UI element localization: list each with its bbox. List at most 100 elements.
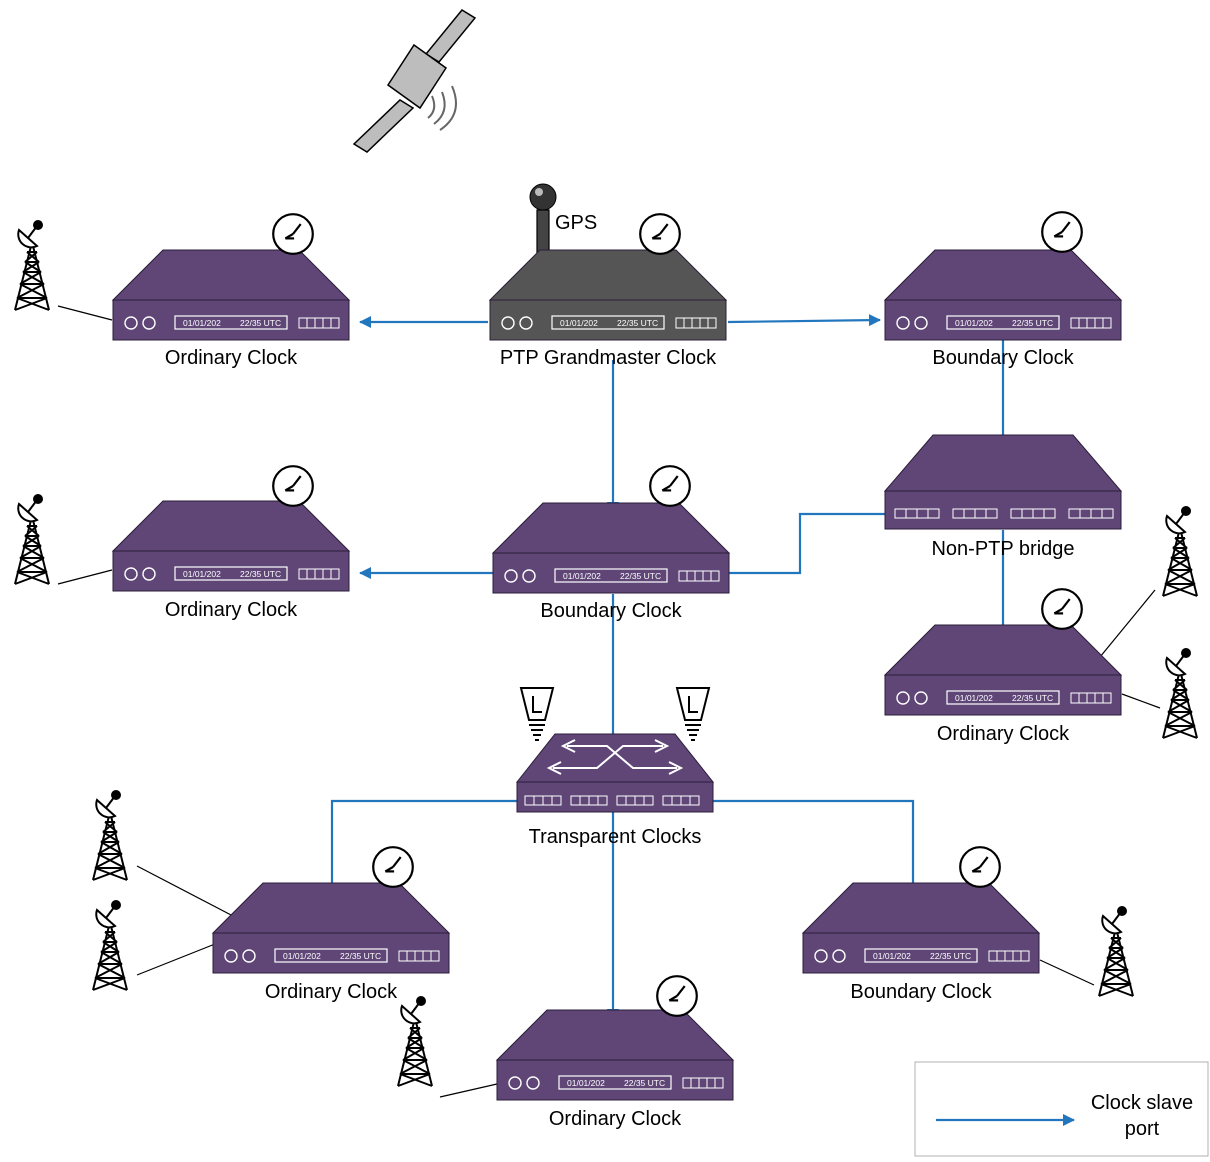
device-bc1-led-1 — [896, 316, 910, 330]
clock-icon — [959, 846, 1001, 888]
device-oc3-led-2 — [914, 691, 928, 705]
device-bc3-ports — [988, 950, 1030, 962]
device-oc5-display-date: 01/01/202 — [567, 1078, 605, 1088]
device-bc3-led-2 — [832, 949, 846, 963]
device-oc5-led-2 — [526, 1076, 540, 1090]
device-bc2: 01/01/202 22/35 UTC — [491, 502, 731, 594]
device-bc2-display-time: 22/35 UTC — [620, 571, 661, 581]
device-gm-display — [551, 315, 665, 330]
device-oc1-display — [174, 315, 288, 330]
link-bridge-to-bc2 — [727, 512, 885, 575]
tower-wires — [57, 305, 1161, 1098]
device-gm-led-1 — [501, 316, 515, 330]
radio-tower-icon — [92, 899, 128, 991]
device-oc3-display — [946, 690, 1060, 705]
device-bridge — [883, 434, 1123, 530]
device-oc5-led-1 — [508, 1076, 522, 1090]
device-oc4-display-time: 22/35 UTC — [340, 951, 381, 961]
device-bc3-top — [801, 882, 1041, 934]
device-bc3: 01/01/202 22/35 UTC — [801, 882, 1041, 974]
device-gm-display-date: 01/01/202 — [560, 318, 598, 328]
legend-text-line1: Clock slave — [1091, 1092, 1193, 1114]
device-gm-top — [488, 249, 728, 301]
clock-icon — [272, 465, 314, 507]
device-oc4-led-2 — [242, 949, 256, 963]
lamp-icon — [520, 687, 554, 741]
device-oc4-ports — [398, 950, 440, 962]
device-tc-ports — [524, 795, 700, 806]
radio-tower-icon — [397, 995, 433, 1087]
device-tc-front — [516, 781, 714, 813]
device-tc-label: Transparent Clocks — [529, 826, 702, 848]
device-oc1-display-time: 22/35 UTC — [240, 318, 281, 328]
device-oc5-top — [495, 1009, 735, 1061]
arrow-tc-to-bc3 — [712, 799, 919, 895]
device-oc2-led-1 — [124, 567, 138, 581]
satellite-icon — [352, 9, 477, 153]
device-bc1: 01/01/202 22/35 UTC — [883, 249, 1123, 341]
device-oc4-display-date: 01/01/202 — [283, 951, 321, 961]
device-oc3-label: Ordinary Clock — [937, 723, 1070, 745]
arrow-tc-to-oc4 — [326, 799, 517, 895]
device-bridge-label: Non-PTP bridge — [931, 538, 1074, 560]
device-bc1-display — [946, 315, 1060, 330]
device-bc3-display — [864, 948, 978, 963]
device-bc1-led-2 — [914, 316, 928, 330]
device-gm-label: PTP Grandmaster Clock — [500, 347, 717, 369]
device-bc3-display-date: 01/01/202 — [873, 951, 911, 961]
arrow-gm-to-bc1 — [727, 314, 881, 327]
legend-text-line2: port — [1125, 1118, 1160, 1140]
device-tc — [515, 733, 715, 813]
device-oc3-ports — [1070, 692, 1112, 704]
device-oc4-top — [211, 882, 451, 934]
device-tc-top — [515, 733, 715, 783]
device-bc2-display-date: 01/01/202 — [563, 571, 601, 581]
device-oc3-display-time: 22/35 UTC — [1012, 693, 1053, 703]
device-oc1-display-date: 01/01/202 — [183, 318, 221, 328]
device-oc4-led-1 — [224, 949, 238, 963]
device-bridge-front — [884, 490, 1122, 530]
device-bc3-front — [802, 932, 1040, 974]
device-bc1-top — [883, 249, 1123, 301]
device-oc5-display — [558, 1075, 672, 1090]
lamp-icon — [676, 687, 710, 741]
device-oc1-led-2 — [142, 316, 156, 330]
device-bc2-ports — [678, 570, 720, 582]
device-oc2-display — [174, 566, 288, 581]
switching-arrows-icon — [546, 739, 684, 775]
device-gm-ports — [675, 317, 717, 329]
clock-icon — [656, 975, 698, 1017]
connection-arrows — [326, 314, 1009, 1021]
device-oc5-front — [496, 1059, 734, 1101]
device-bc2-front — [492, 552, 730, 594]
device-oc5-ports — [682, 1077, 724, 1089]
device-oc1-label: Ordinary Clock — [165, 347, 298, 369]
device-oc4-label: Ordinary Clock — [265, 981, 398, 1003]
device-bc1-display-time: 22/35 UTC — [1012, 318, 1053, 328]
device-oc4: 01/01/202 22/35 UTC — [211, 882, 451, 974]
radio-tower-icon — [14, 493, 50, 585]
device-oc2-ports — [298, 568, 340, 580]
device-bc3-led-1 — [814, 949, 828, 963]
device-bc2-top — [491, 502, 731, 554]
clock-icon — [1041, 588, 1083, 630]
device-bc2-led-2 — [522, 569, 536, 583]
device-bc3-display-time: 22/35 UTC — [930, 951, 971, 961]
gps-label: GPS — [555, 212, 597, 234]
device-bc1-front — [884, 299, 1122, 341]
device-oc2-led-2 — [142, 567, 156, 581]
device-oc2-label: Ordinary Clock — [165, 599, 298, 621]
device-oc3-led-1 — [896, 691, 910, 705]
legend-box — [914, 1061, 1209, 1157]
device-bc3-label: Boundary Clock — [850, 981, 992, 1003]
device-bridge-top — [883, 434, 1123, 492]
device-bc2-label: Boundary Clock — [540, 600, 682, 622]
device-oc1-front — [112, 299, 350, 341]
radio-tower-icon — [14, 219, 50, 311]
device-bc1-display-date: 01/01/202 — [955, 318, 993, 328]
device-oc2-display-time: 22/35 UTC — [240, 569, 281, 579]
